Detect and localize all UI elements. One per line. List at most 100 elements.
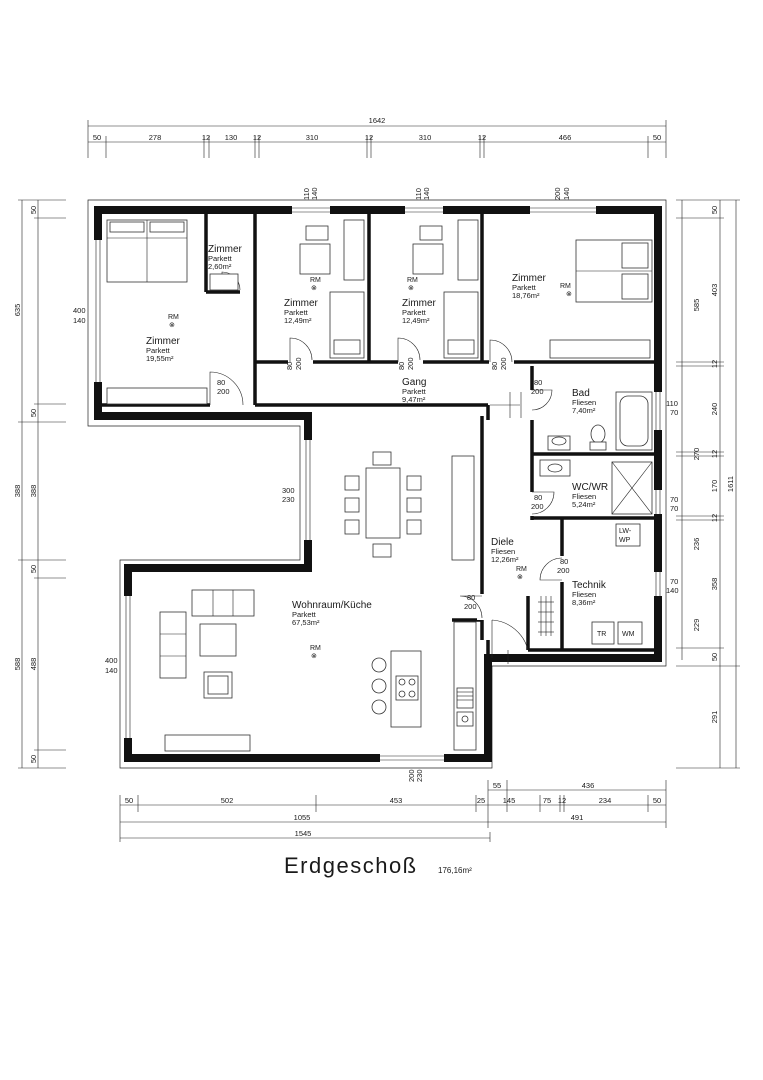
room-gang: Gang Parkett 9,47m²: [402, 377, 427, 404]
door-label: 200: [557, 566, 570, 575]
window-label: 140: [105, 666, 118, 675]
window-label: 140: [562, 187, 571, 200]
room-name: Zimmer: [402, 298, 437, 309]
dim-bottom: 50: [653, 796, 661, 805]
dim-right: 229: [692, 619, 701, 632]
door-label: 200: [406, 357, 415, 370]
room-name: Wohnraum/Küche: [292, 600, 372, 611]
dimension-lines: [18, 120, 740, 842]
door-label: 200: [294, 357, 303, 370]
dim-bottom: 25: [477, 796, 485, 805]
dim-bottom: 50: [125, 796, 133, 805]
dim-left: 388: [13, 485, 22, 498]
dim-bottom: 75: [543, 796, 551, 805]
dim-top: 50: [653, 133, 661, 142]
room-zimmer-3: RM ⊗ Zimmer Parkett 12,49m²: [284, 277, 321, 325]
interior-walls: [98, 210, 658, 658]
double-bed: [575, 239, 653, 303]
dim-top: 130: [225, 133, 238, 142]
dim-right: 50: [710, 206, 719, 214]
rm-symbol: ⊗: [311, 285, 317, 292]
dim-bottom: 436: [582, 781, 595, 790]
room-floor: Parkett: [292, 610, 317, 619]
dim-top: 466: [559, 133, 572, 142]
rm-symbol: ⊗: [517, 574, 523, 581]
room-floor: Parkett: [402, 308, 427, 317]
room-area: 12,26m²: [491, 555, 519, 564]
rm-symbol: ⊗: [311, 653, 317, 660]
dim-bottom-total: 1545: [295, 829, 312, 838]
door-labels: 80 200 80 200 80 200 80 200 80 200 80 20…: [217, 357, 570, 611]
dim-left: 588: [13, 658, 22, 671]
dim-top: 50: [93, 133, 101, 142]
door-label: 200: [217, 387, 230, 396]
dim-bottom: 145: [503, 796, 516, 805]
dim-top: 12: [478, 133, 486, 142]
equipment-label: TR: [597, 631, 606, 638]
dim-right: 12: [710, 360, 719, 368]
room-area: 19,55m²: [146, 354, 174, 363]
door-label: 80: [467, 593, 475, 602]
window-label: 230: [415, 769, 424, 782]
dim-top: 12: [365, 133, 373, 142]
windows: [93, 205, 663, 763]
dim-bottom: 491: [571, 813, 584, 822]
dim-right: 50: [710, 653, 719, 661]
single-bed: [443, 291, 479, 359]
furniture: [106, 219, 653, 752]
door-label: 80: [285, 362, 294, 370]
room-floor: Fliesen: [572, 398, 596, 407]
dim-right: 12: [710, 514, 719, 522]
door-label: 200: [464, 602, 477, 611]
window-label: 70: [670, 408, 678, 417]
door-label: 80: [560, 557, 568, 566]
rm-symbol: ⊗: [408, 285, 414, 292]
room-name: Bad: [572, 388, 590, 399]
dim-top: 12: [202, 133, 210, 142]
room-floor: Fliesen: [572, 492, 596, 501]
rm-marker: RM: [407, 277, 418, 284]
room-area: 12,49m²: [284, 316, 312, 325]
dim-top: 310: [306, 133, 319, 142]
kitchen-island: [371, 650, 422, 728]
door-label: 200: [531, 502, 544, 511]
coat-rack: [538, 596, 554, 636]
room-area: 67,53m²: [292, 618, 320, 627]
window-label: 110: [414, 188, 423, 200]
window-label: 140: [422, 187, 431, 200]
dim-right: 403: [710, 284, 719, 297]
single-bed: [329, 291, 365, 359]
room-name: Zimmer: [146, 336, 181, 347]
dim-right: 236: [692, 538, 701, 551]
dim-bottom: 502: [221, 796, 234, 805]
dim-left: 50: [29, 206, 38, 214]
window-label: 110: [302, 188, 311, 200]
room-technik: Technik Fliesen 8,36m² LW- WP TR WM: [572, 528, 635, 638]
room-floor: Parkett: [146, 346, 171, 355]
floor-title: Erdgeschoß: [284, 853, 418, 878]
dim-right: 1611: [726, 476, 735, 492]
dimension-labels: 1642 50 278 12 130 12 310 12 310 12 466 …: [13, 116, 735, 838]
door-label: 80: [217, 378, 225, 387]
equipment-label: LW-: [619, 528, 632, 535]
room-name: Zimmer: [512, 273, 547, 284]
room-floor: Parkett: [284, 308, 309, 317]
dim-right: 240: [710, 403, 719, 416]
room-floor: Fliesen: [491, 547, 515, 556]
room-floor: Parkett: [402, 387, 427, 396]
dim-left: 488: [29, 658, 38, 671]
window-label: 140: [310, 187, 319, 200]
dim-left: 50: [29, 755, 38, 763]
window-label: 200: [407, 769, 416, 782]
dim-top: 12: [253, 133, 261, 142]
sofa: [159, 589, 255, 699]
window-label: 70: [670, 495, 678, 504]
dim-right: 270: [692, 448, 701, 461]
room-name: Gang: [402, 377, 426, 388]
dim-bottom: 453: [390, 796, 403, 805]
room-floor: Fliesen: [572, 590, 596, 599]
door-label: 80: [534, 378, 542, 387]
double-bed: [106, 219, 188, 283]
room-floor: Parkett: [208, 254, 233, 263]
